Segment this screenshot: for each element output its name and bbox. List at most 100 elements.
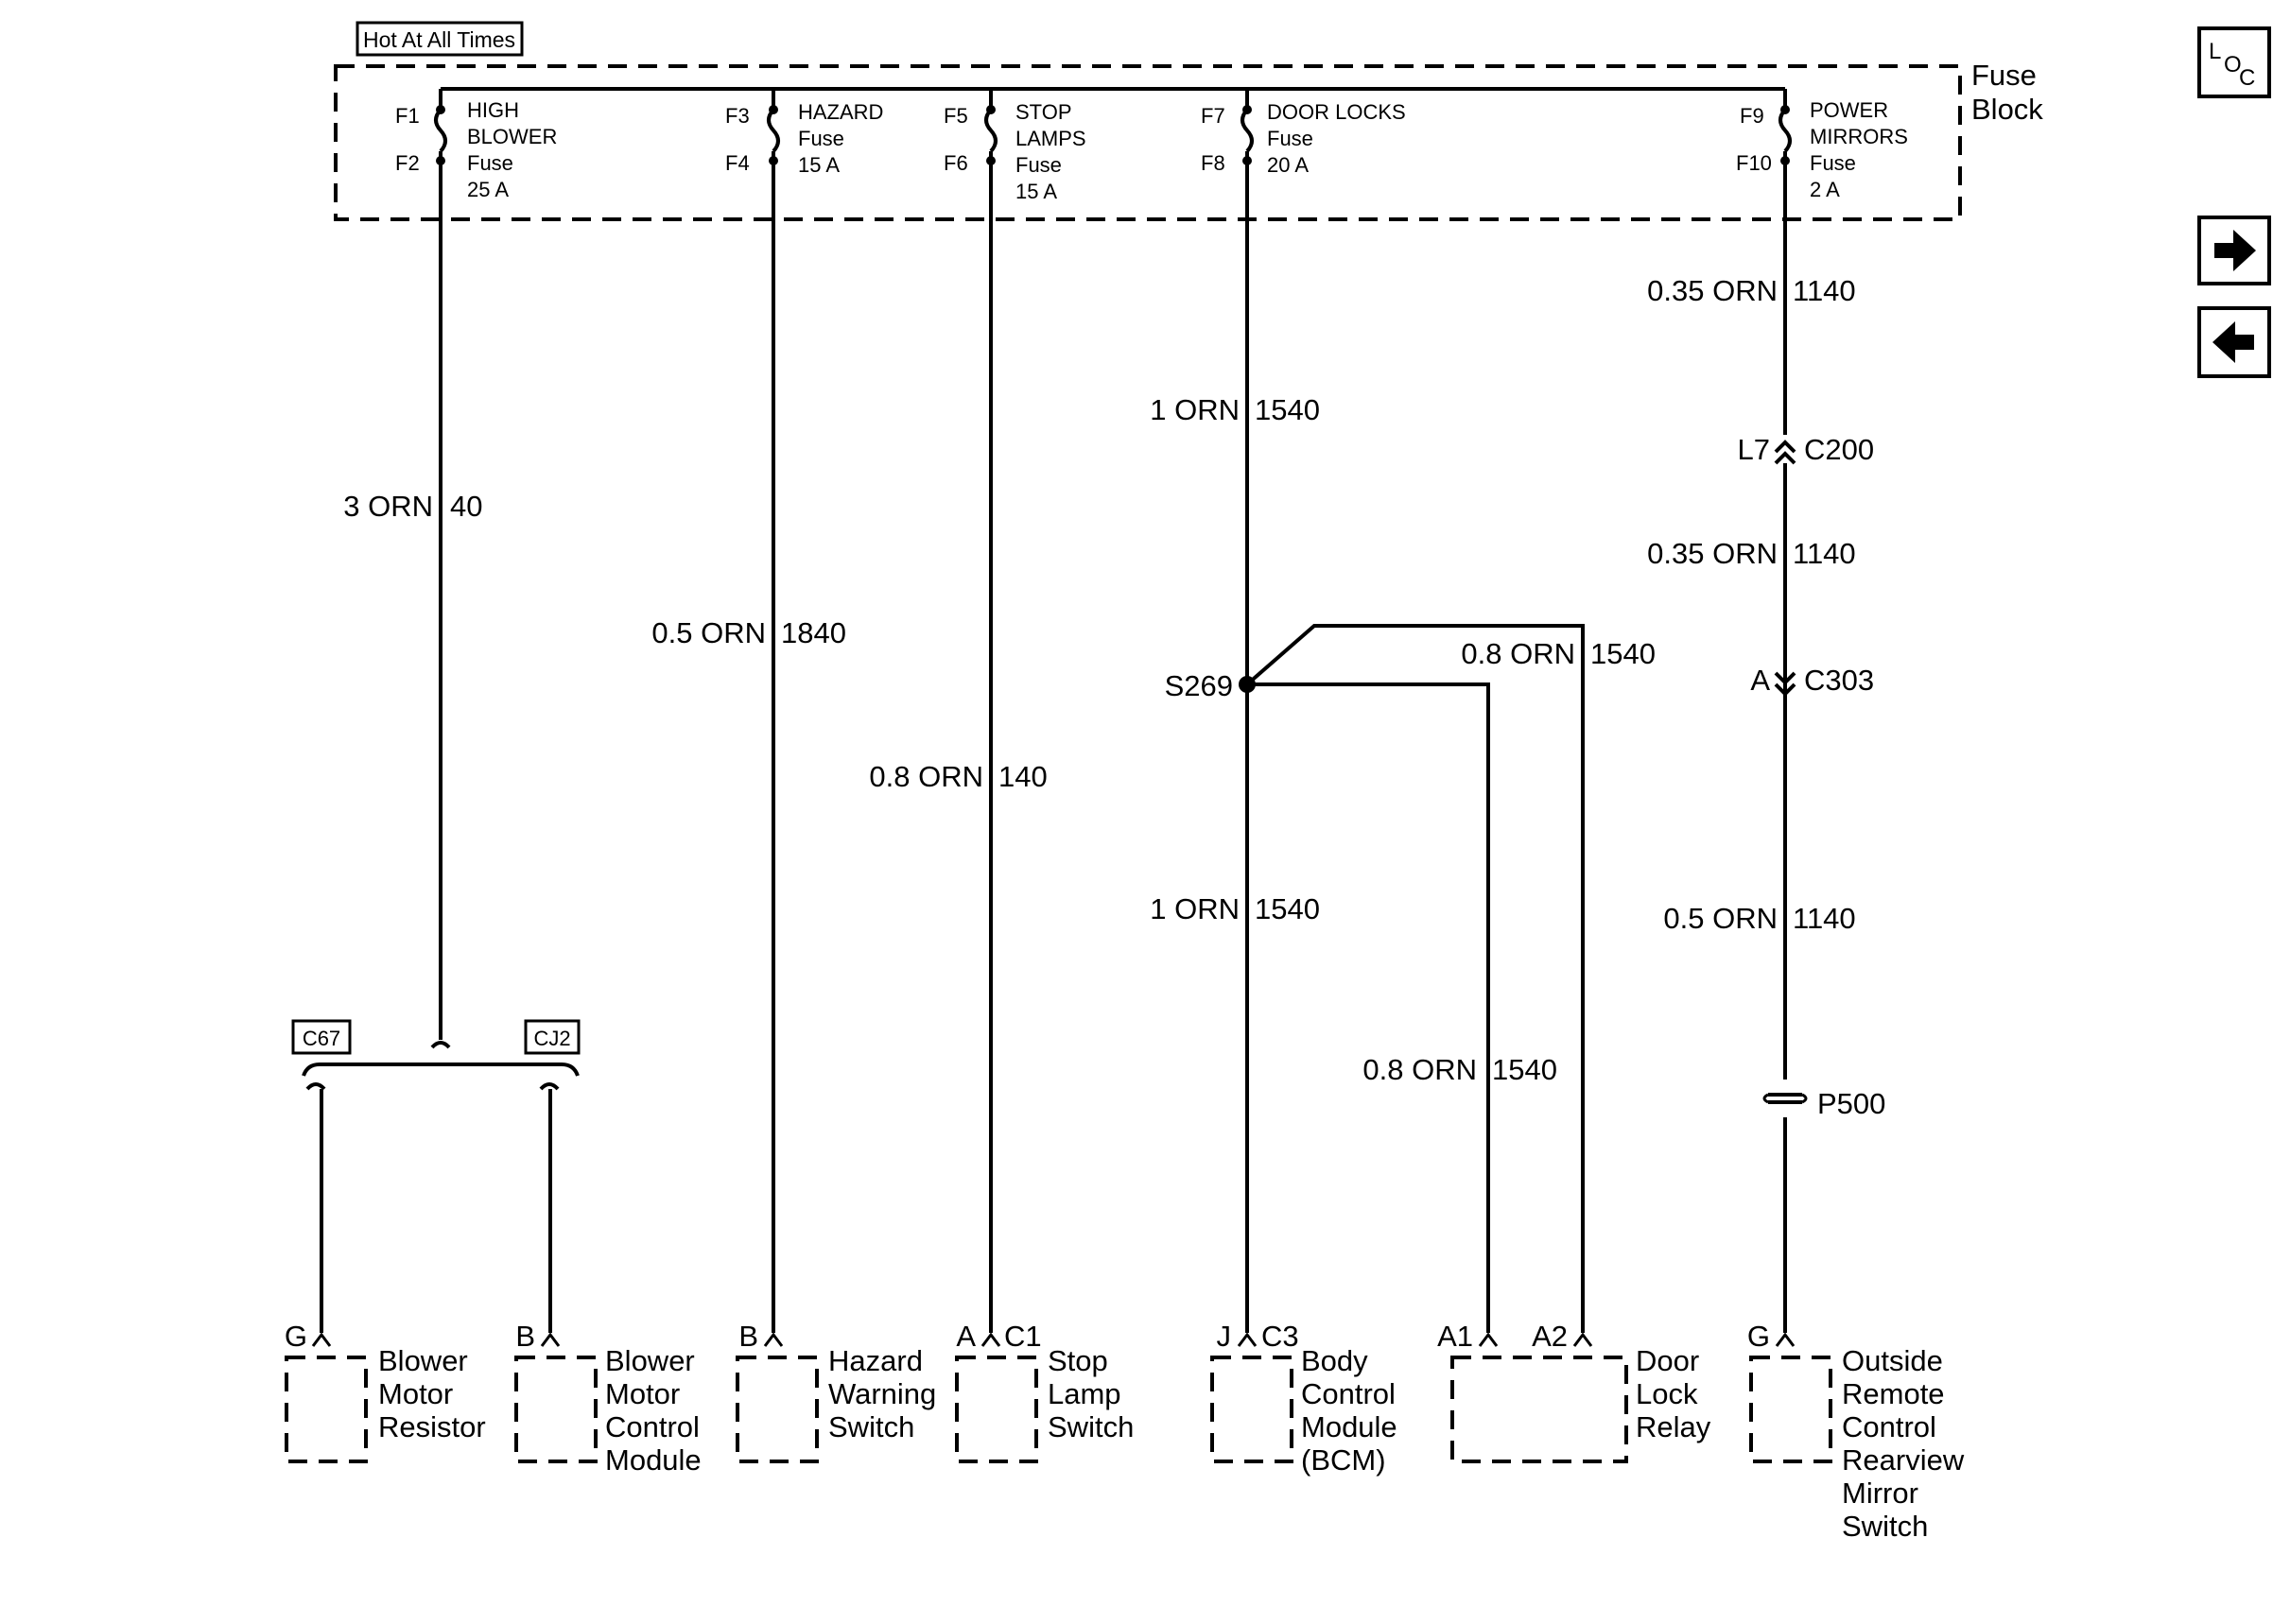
connector-c303-label: C303 [1804, 664, 1874, 697]
component-5-line-4: (BCM) [1301, 1443, 1386, 1477]
component-4-line-1: Stop [1048, 1344, 1108, 1377]
component-blower-motor-resistor: G Blower Motor Resistor [285, 1320, 486, 1463]
connector-c67-box [291, 1019, 352, 1055]
component-5-line-3: Module [1301, 1410, 1397, 1443]
pin-g-blower-resistor: G [285, 1320, 307, 1353]
fuse-f2-label: F2 [395, 151, 420, 175]
locator-letter-l: L [2209, 39, 2221, 64]
fuse-4-line-3: 20 A [1267, 153, 1309, 177]
connector-cj2-label: CJ2 [533, 1027, 570, 1050]
pin-a1-door-relay: A1 [1437, 1320, 1473, 1353]
wire-door-upper-circuit: 1540 [1255, 393, 1320, 426]
hot-at-all-times-box [356, 21, 524, 57]
connector-c200-pin: L7 [1738, 433, 1770, 466]
fuse-3-line-3: Fuse [1015, 153, 1062, 177]
pin-a-stop-lamp: A [956, 1320, 976, 1353]
fuse-4-line-1: DOOR LOCKS [1267, 100, 1406, 124]
fuse-3-line-1: STOP [1015, 100, 1072, 124]
fuse-1-line-3: Fuse [467, 151, 513, 175]
fuse-f8-label: F8 [1201, 151, 1225, 175]
fuse-f9-label: F9 [1740, 104, 1764, 128]
fuse-high-blower: F1 F2 HIGH BLOWER Fuse 25 A [395, 89, 557, 1021]
fuse-1-line-4: 25 A [467, 178, 509, 201]
component-4-line-2: Lamp [1048, 1377, 1121, 1410]
fuse-1-line-2: BLOWER [467, 125, 557, 148]
wire-hazard-gauge: 0.5 ORN [651, 616, 766, 649]
component-3-line-2: Warning [828, 1377, 936, 1410]
fuse-hazard: F3 F4 HAZARD Fuse 15 A [725, 89, 883, 1333]
wire-door-upper-gauge: 1 ORN [1150, 393, 1240, 426]
wire-mirror-2-circuit: 1140 [1793, 537, 1856, 570]
component-5-line-1: Body [1301, 1344, 1368, 1377]
fuse-3-line-4: 15 A [1015, 180, 1057, 203]
pin-a2-door-relay: A2 [1532, 1320, 1568, 1353]
wire-stop-circuit: 140 [998, 760, 1048, 793]
mirror-circuit-connectors: L7 C200 A C303 P500 [1738, 433, 1885, 1333]
fuse-door-locks: F7 F8 DOOR LOCKS Fuse 20 A [1201, 89, 1406, 1333]
wire-mirror-1-gauge: 0.35 ORN [1647, 274, 1778, 307]
fuse-4-line-2: Fuse [1267, 127, 1313, 150]
next-page-button[interactable] [2197, 216, 2271, 285]
wire-door-lower-gauge: 1 ORN [1150, 892, 1240, 925]
component-7-line-6: Switch [1842, 1510, 1928, 1543]
wire-blower-circuit: 40 [450, 490, 482, 523]
component-2-line-4: Module [605, 1443, 702, 1477]
fuse-1-line-1: HIGH [467, 98, 519, 122]
component-hazard-warning-switch: B Hazard Warning Switch [736, 1320, 936, 1463]
fuse-2-line-1: HAZARD [798, 100, 883, 124]
connector-c67-label: C67 [303, 1027, 340, 1050]
component-2-line-2: Motor [605, 1377, 680, 1410]
wire-mirror-2-gauge: 0.35 ORN [1647, 537, 1778, 570]
pin-g-mirror-switch: G [1747, 1320, 1770, 1353]
fuse-2-line-3: 15 A [798, 153, 840, 177]
connector-p500-label: P500 [1817, 1087, 1885, 1120]
wire-door-a1-gauge: 0.8 ORN [1362, 1053, 1477, 1086]
fuse-f10-label: F10 [1736, 151, 1772, 175]
component-2-line-1: Blower [605, 1344, 695, 1377]
wire-hazard-circuit: 1840 [781, 616, 846, 649]
component-7-line-2: Remote [1842, 1377, 1945, 1410]
component-door-lock-relay: A1 A2 Door Lock Relay [1437, 1320, 1711, 1463]
pin-c1-stop-lamp: C1 [1004, 1320, 1042, 1353]
fuse-f7-label: F7 [1201, 104, 1225, 128]
fuse-2-line-2: Fuse [798, 127, 844, 150]
component-pin-arrows [311, 1332, 1796, 1347]
wire-blower-gauge: 3 ORN [343, 490, 433, 523]
locator-button[interactable]: L O C [2197, 26, 2271, 98]
component-5-line-2: Control [1301, 1377, 1396, 1410]
component-6-line-2: Lock [1636, 1377, 1698, 1410]
fuse-f5-label: F5 [944, 104, 968, 128]
component-7-line-5: Mirror [1842, 1477, 1918, 1510]
component-6-line-1: Door [1636, 1344, 1699, 1377]
splice-s269: S269 [1165, 624, 1585, 1333]
connector-cj2-box [524, 1019, 581, 1055]
fuse-power-mirrors: F9 F10 POWER MIRRORS Fuse 2 A [1736, 89, 1908, 435]
component-7-line-1: Outside [1842, 1344, 1943, 1377]
wire-stop-gauge: 0.8 ORN [869, 760, 983, 793]
fuse-5-line-2: MIRRORS [1810, 125, 1908, 148]
fuse-block-outline [334, 64, 1962, 221]
component-6-line-3: Relay [1636, 1410, 1711, 1443]
fuse-f4-label: F4 [725, 151, 750, 175]
arrow-left-icon [2212, 321, 2254, 363]
pin-c3-bcm: C3 [1261, 1320, 1299, 1353]
previous-page-button[interactable] [2197, 306, 2271, 378]
wire-door-a2-gauge: 0.8 ORN [1461, 637, 1575, 670]
wire-mirror-3-gauge: 0.5 ORN [1663, 902, 1778, 935]
wire-mirror-3-circuit: 1140 [1793, 902, 1856, 935]
fuse-f3-label: F3 [725, 104, 750, 128]
component-7-line-4: Rearview [1842, 1443, 1965, 1477]
component-1-line-3: Resistor [378, 1410, 486, 1443]
wire-door-a1-circuit: 1540 [1492, 1053, 1557, 1086]
component-stop-lamp-switch: A C1 Stop Lamp Switch [955, 1320, 1134, 1463]
blower-harness-split: C67 CJ2 [291, 1019, 581, 1333]
fuse-stop-lamps: F5 F6 STOP LAMPS Fuse 15 A [944, 89, 1086, 1333]
connector-c303-pin: A [1750, 664, 1770, 697]
fuse-5-line-4: 2 A [1810, 178, 1840, 201]
locator-letter-o: O [2224, 52, 2242, 78]
wire-mirror-1-circuit: 1140 [1793, 274, 1856, 307]
locator-letter-c: C [2239, 65, 2255, 91]
arrow-right-icon [2214, 230, 2256, 271]
fuse-block-label-2: Block [1971, 93, 2043, 126]
